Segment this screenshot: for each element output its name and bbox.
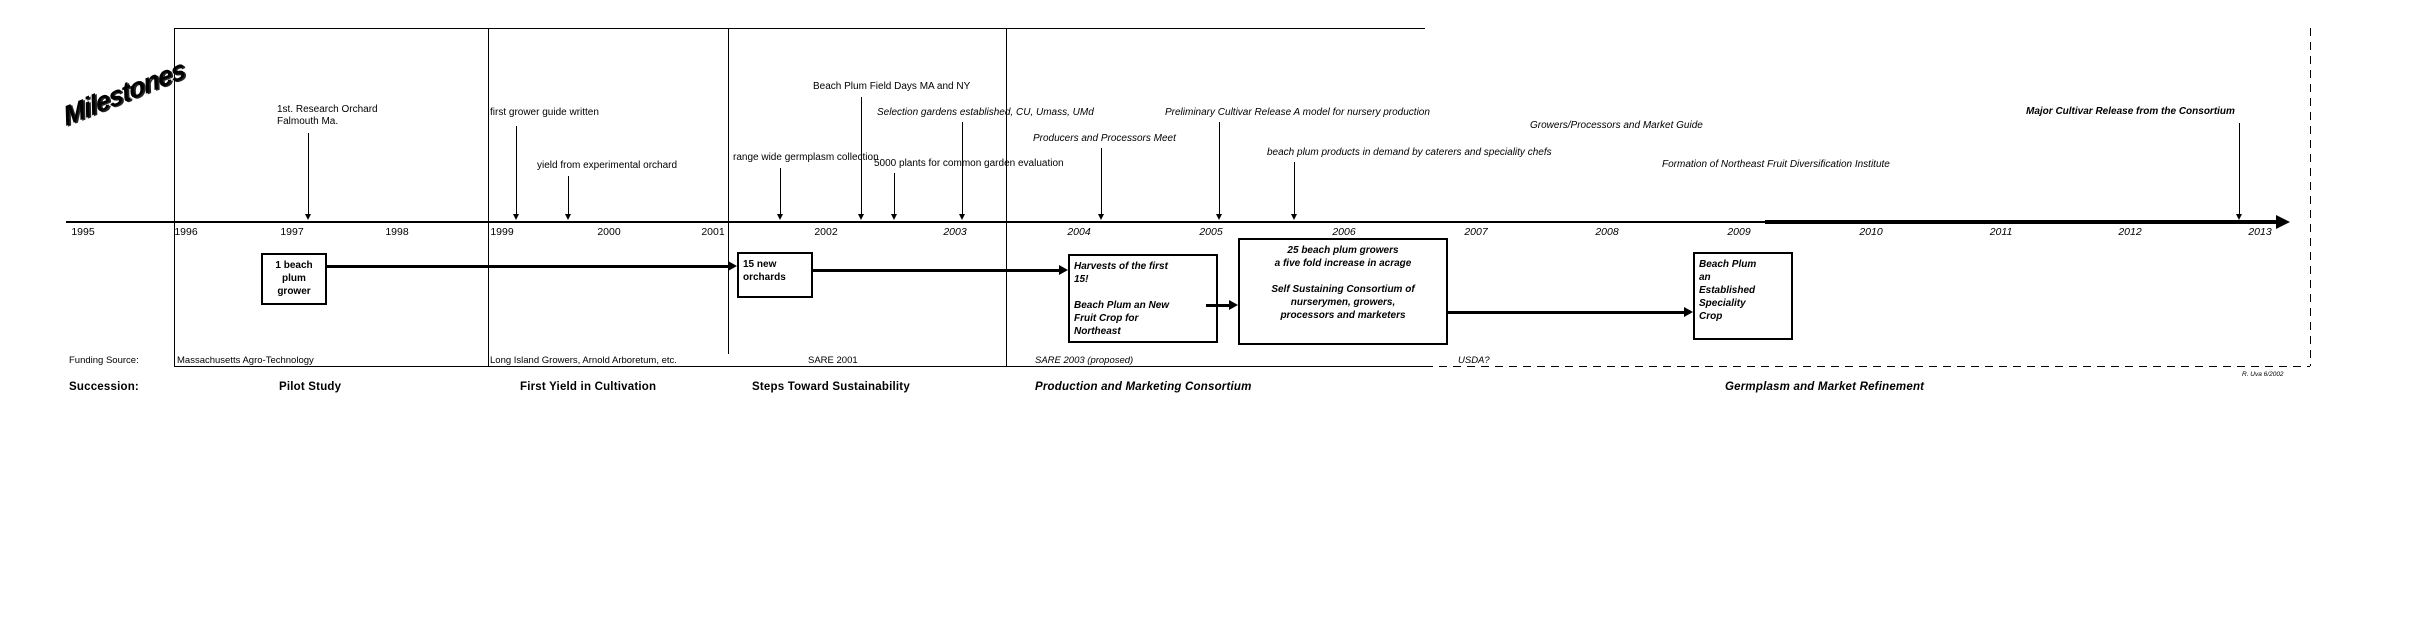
funding-entry-sare-2001: SARE 2001 (808, 355, 858, 366)
arrow-grower-guide (512, 126, 519, 220)
year-label: 1996 (174, 226, 198, 238)
year-label: 2006 (1332, 226, 1356, 238)
top-border-line (174, 28, 1425, 30)
milestone-box-2002: 15 new orchards (737, 252, 813, 298)
year-label: 2012 (2118, 226, 2142, 238)
connector-arrow-2006-2009 (1448, 307, 1693, 317)
succession-label: Succession: (69, 381, 139, 393)
succession-first-yield: First Yield in Cultivation (520, 381, 657, 393)
year-label: 2001 (701, 226, 725, 238)
year-label: 1998 (385, 226, 409, 238)
phase-divider-2004 (1006, 28, 1008, 366)
funding-entry-long-island: Long Island Growers, Arnold Arboretum, e… (490, 355, 677, 366)
annotation-field-days: Beach Plum Field Days MA and NY (813, 81, 971, 92)
year-label: 2000 (597, 226, 621, 238)
year-label: 2007 (1464, 226, 1488, 238)
annotation-yield-orchard: yield from experimental orchard (537, 160, 678, 171)
phase-divider-2001 (728, 28, 730, 354)
arrow-5000-plants (890, 173, 897, 220)
funding-baseline-solid (174, 366, 1425, 368)
phase-divider-1999 (488, 28, 490, 366)
milestone-box-2006: 25 beach plum growers a five fold increa… (1238, 238, 1448, 345)
arrow-research-orchard (304, 133, 311, 220)
connector-arrow-1997-2002 (327, 261, 737, 271)
funding-baseline-dashed (1425, 366, 2310, 368)
annotation-5000-plants: 5000 plants for common garden evaluation (874, 158, 1064, 169)
succession-germplasm-refinement: Germplasm and Market Refinement (1725, 381, 1925, 393)
succession-pilot-study: Pilot Study (279, 381, 342, 393)
funding-entry-mass-agro: Massachusetts Agro-Technology (177, 355, 314, 366)
year-label: 2008 (1595, 226, 1619, 238)
annotation-market-guide: Growers/Processors and Market Guide (1530, 120, 1703, 131)
annotation-products-demand: beach plum products in demand by caterer… (1267, 147, 1552, 158)
year-label: 2004 (1067, 226, 1091, 238)
funding-entry-usda: USDA? (1458, 355, 1490, 366)
page-title: Milestones (60, 53, 188, 132)
annotation-institute: Formation of Northeast Fruit Diversifica… (1662, 159, 1890, 170)
milestone-box-2009: Beach Plum an Established Speciality Cro… (1693, 252, 1793, 340)
annotation-selection-gardens: Selection gardens established, CU, Umass… (877, 107, 1094, 118)
year-label: 1999 (490, 226, 514, 238)
milestone-box-2004: Harvests of the first 15! Beach Plum an … (1068, 254, 1218, 343)
arrow-producers-meet (1097, 148, 1104, 220)
year-label: 1995 (71, 226, 95, 238)
author-credit: R. Uva 6/2002 (2242, 371, 2284, 378)
arrow-germplasm-collection (776, 168, 783, 220)
year-label: 2010 (1859, 226, 1883, 238)
year-label: 2005 (1199, 226, 1223, 238)
arrow-yield-orchard (564, 176, 571, 220)
year-label: 2003 (943, 226, 967, 238)
future-boundary-dashed-line (2310, 28, 2312, 366)
year-label: 2009 (1727, 226, 1751, 238)
year-label: 2002 (814, 226, 838, 238)
timeline-axis-thick (1765, 220, 2278, 224)
year-label: 1997 (280, 226, 304, 238)
arrow-field-days (857, 97, 864, 220)
annotation-germplasm-collection: range wide germplasm collection (733, 152, 879, 163)
annotation-producers-meet: Producers and Processors Meet (1033, 133, 1176, 144)
arrow-preliminary-cultivar (1215, 122, 1222, 220)
connector-arrow-2004-2006 (1206, 300, 1238, 310)
annotation-preliminary-cultivar: Preliminary Cultivar Release A model for… (1165, 107, 1430, 118)
timeline-axis (66, 221, 1766, 223)
arrow-selection-gardens (958, 122, 965, 220)
annotation-major-cultivar: Major Cultivar Release from the Consorti… (2026, 106, 2235, 117)
succession-steps-sustainability: Steps Toward Sustainability (752, 381, 910, 393)
timeline-arrowhead-icon (2276, 215, 2290, 229)
phase-divider-1996 (174, 28, 176, 366)
milestone-box-1997: 1 beach plum grower (261, 253, 327, 305)
funding-entry-sare-2003: SARE 2003 (proposed) (1035, 355, 1134, 366)
succession-production-marketing: Production and Marketing Consortium (1035, 381, 1252, 393)
annotation-research-orchard: 1st. Research Orchard Falmouth Ma. (277, 104, 378, 127)
connector-arrow-2002-2004 (813, 265, 1068, 275)
arrow-major-cultivar (2235, 123, 2242, 220)
funding-source-label: Funding Source: (69, 355, 139, 366)
arrow-products-demand (1290, 162, 1297, 220)
year-label: 2013 (2248, 226, 2272, 238)
annotation-grower-guide: first grower guide written (490, 107, 599, 118)
year-label: 2011 (1989, 226, 2013, 238)
